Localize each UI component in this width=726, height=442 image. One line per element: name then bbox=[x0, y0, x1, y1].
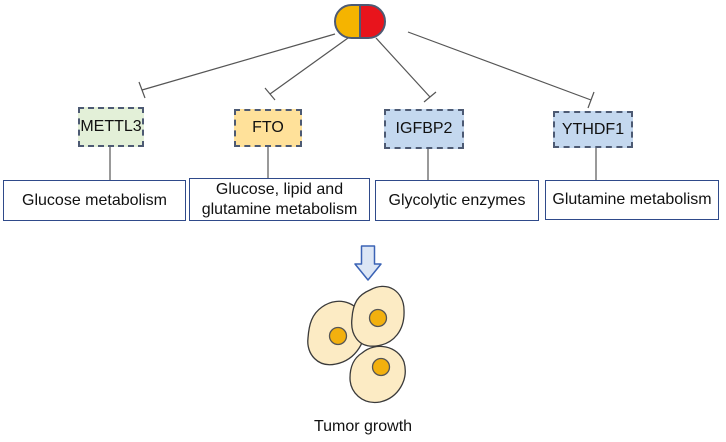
outcome-connectors bbox=[109, 147, 597, 180]
tumor-cell bbox=[351, 285, 405, 347]
tumor-cell bbox=[349, 345, 406, 404]
capsule-icon bbox=[334, 4, 386, 39]
outcome-box-2: Glucose, lipid and glutamine metabolism bbox=[189, 178, 370, 221]
outcome-box-3: Glycolytic enzymes bbox=[375, 180, 539, 221]
target-node-2: FTO bbox=[234, 109, 302, 147]
tumor-cells-icon bbox=[307, 285, 406, 404]
result-label: Tumor growth bbox=[313, 418, 413, 435]
edge-to-target-2 bbox=[264, 37, 349, 101]
outcome-box-1: Glucose metabolism bbox=[3, 180, 186, 221]
edge-to-target-3 bbox=[375, 37, 437, 103]
edge-to-target-1 bbox=[138, 33, 336, 99]
target-node-4: YTHDF1 bbox=[553, 111, 633, 148]
down-arrow-icon bbox=[354, 245, 382, 281]
target-node-1: METTL3 bbox=[78, 107, 144, 147]
tumor-cell bbox=[307, 300, 366, 366]
edge-to-target-4 bbox=[407, 31, 595, 109]
outcome-box-4: Glutamine metabolism bbox=[545, 180, 719, 220]
target-node-3: IGFBP2 bbox=[384, 109, 464, 149]
inhibition-edges bbox=[138, 31, 595, 109]
